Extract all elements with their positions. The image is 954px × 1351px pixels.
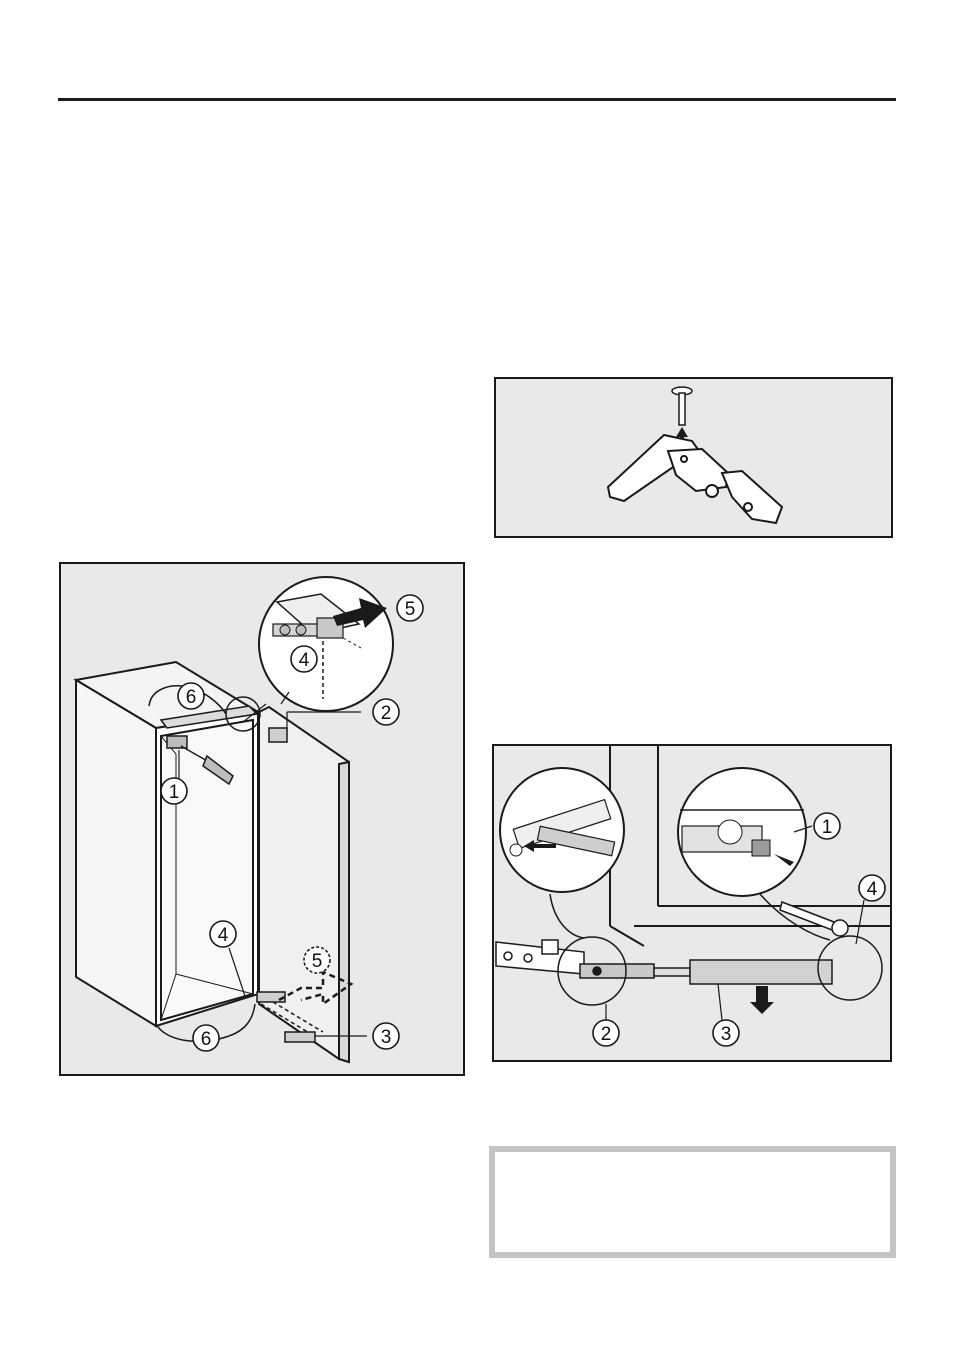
- svg-text:2: 2: [601, 1024, 612, 1045]
- callout-4-top: 4: [291, 646, 317, 672]
- svg-text:4: 4: [299, 650, 310, 671]
- svg-text:4: 4: [218, 925, 229, 946]
- svg-text:6: 6: [201, 1029, 212, 1050]
- svg-text:4: 4: [867, 879, 878, 900]
- header-rule: [58, 98, 896, 101]
- door-damper-illustration: 1 2 3 4: [492, 744, 892, 1062]
- svg-text:6: 6: [186, 687, 197, 708]
- down-arrow-icon: [750, 986, 774, 1014]
- cabinet-door-drawing: 1 2 3 4 5 6 4 5: [61, 564, 463, 1074]
- svg-text:1: 1: [822, 817, 833, 838]
- hinge-pin-drawing: [496, 379, 891, 536]
- damper-callout-1: 1: [814, 813, 840, 839]
- svg-text:5: 5: [405, 599, 416, 620]
- damper-detail-left: [500, 768, 624, 892]
- damper-callout-4: 4: [859, 875, 885, 901]
- callout-1: 1: [161, 778, 187, 804]
- cabinet-door-illustration: 1 2 3 4 5 6 4 5: [59, 562, 465, 1076]
- svg-text:1: 1: [169, 782, 180, 803]
- callout-5-dashed: 5: [304, 947, 330, 973]
- note-box: [489, 1146, 896, 1258]
- callout-5-top: 5: [397, 595, 423, 621]
- callout-2: 2: [373, 699, 399, 725]
- damper-cylinder: [580, 960, 832, 984]
- svg-text:2: 2: [381, 703, 392, 724]
- door-panel: [259, 707, 349, 1062]
- callout-3: 3: [373, 1023, 399, 1049]
- svg-text:3: 3: [721, 1024, 732, 1045]
- callout-4-bottom: 4: [210, 921, 236, 947]
- callout-6-top: 6: [178, 683, 204, 709]
- hinge-pin: [672, 387, 692, 425]
- hinge-body: [608, 435, 782, 523]
- hinge-pin-illustration: [494, 377, 893, 538]
- damper-detail-right: [678, 768, 806, 896]
- hinge-detail-magnifier: [259, 577, 393, 711]
- damper-callout-3: 3: [713, 1020, 739, 1046]
- door-damper-drawing: 1 2 3 4: [494, 746, 890, 1060]
- damper-callout-2: 2: [593, 1020, 619, 1046]
- svg-text:5: 5: [312, 951, 323, 972]
- svg-text:3: 3: [381, 1027, 392, 1048]
- wrench-icon: [780, 902, 848, 936]
- callout-6-bottom: 6: [193, 1025, 219, 1051]
